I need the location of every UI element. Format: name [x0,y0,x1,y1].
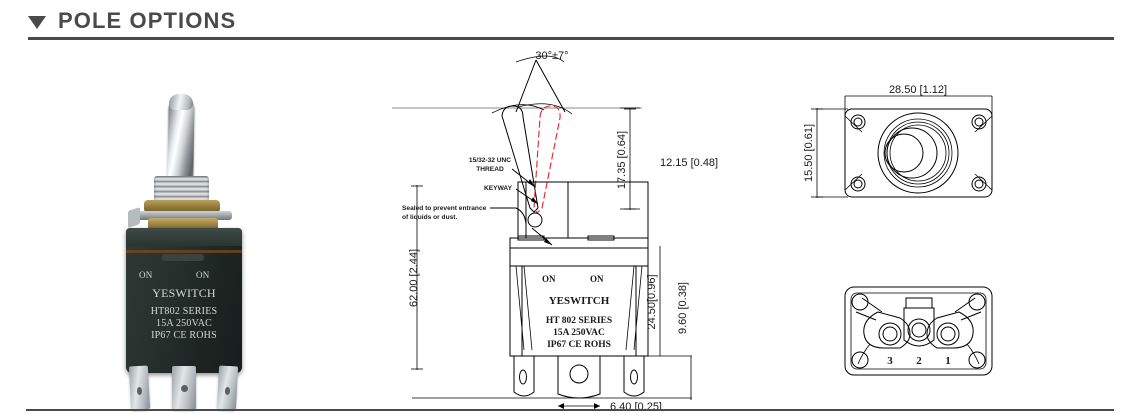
mounting-plate [509,227,649,249]
callout-seal: Sealed to prevent entrance of liquids or… [402,205,527,225]
callout-thread: 15/32-32 UNC THREAD [469,157,536,188]
caret-down-icon[interactable] [28,16,46,29]
callout-keyway: KEYWAY [484,185,539,205]
bottom-view-body: 3 2 1 [844,286,993,376]
drawing-label-on-right: ON [590,274,604,284]
toggle-arc-right [517,103,573,115]
brass-washer-upper [144,200,220,213]
dim-terminal-width-label: 6.40 [0.25] [610,401,662,410]
dim-body-height: 24.50[0.96] [646,246,692,357]
top-view-body [844,108,993,198]
switch-body-notch [162,254,204,261]
drawing-terminals [513,355,645,399]
photo-label-on-right: ON [196,270,210,280]
terminal-number-3: 3 [887,355,893,367]
drawing-label-certs: IP67 CE ROHS [547,340,611,350]
internal-terminal-lines [515,265,643,351]
dim-top-width-label: 28.50 [1.12] [889,84,947,96]
dim-body-height-label: 24.50[0.96] [646,274,658,329]
terminal-hole-2 [181,385,188,392]
header-title-group: POLE OPTIONS [28,8,236,34]
photo-label-brand: YESWITCH [152,286,216,300]
dim-terminal-height-label: 9.60 [0.38] [677,282,689,334]
dim-top-height-label: 15.50 [0.61] [803,124,815,182]
dim-body-width-label: 12.15 [0.48] [660,157,718,169]
dim-toggle-angle: 30°±7° [515,50,569,113]
dim-terminal-height: 9.60 [0.38] [677,282,692,400]
body-outline-upper [567,181,649,239]
dim-overall-height: 62.00 [2.44] [408,185,423,370]
keyway-tab [128,207,140,228]
dim-toggle-height: 17.35 [0.64] [616,107,640,210]
terminal-hole-3 [136,386,143,396]
photo-label-certs: IP67 CE ROHS [151,330,217,341]
dim-toggle-height-label: 17.35 [0.64] [616,131,628,189]
toggle-position-left [501,105,539,213]
dim-angle-label: 30°±7° [535,50,568,62]
toggle-lever-tip [169,94,193,110]
drawing-label-series: HT 802 SERIES [546,316,612,326]
top-and-bottom-views: 28.50 [1.12] 15.50 [0.61] [803,84,993,376]
photo-label-on-left: ON [139,270,153,280]
callout-thread-line2: THREAD [476,166,504,173]
header-divider [28,37,1114,40]
callout-thread-line1: 15/32-32 UNC [469,157,511,164]
product-photo: ON ON YESWITCH HT802 SERIES 15A 250VAC I… [96,78,286,411]
photo-label-rating: 15A 250VAC [156,318,212,329]
callout-keyway-label: KEYWAY [484,185,513,192]
dim-terminal-width: 6.40 [0.25] [558,401,662,410]
switch-body-top [126,228,242,246]
photo-label-series: HT802 SERIES [150,306,218,317]
brass-washer-lower [148,218,218,231]
dim-top-height: 15.50 [0.61] [803,108,848,198]
toggle-pivot [527,212,543,228]
terminal-number-1: 1 [945,355,951,367]
lock-washer [134,211,232,220]
footer-divider [26,409,1114,411]
drawing-label-on-left: ON [542,274,556,284]
callout-seal-line2: of liquids or dust. [402,214,457,221]
drawing-label-brand: YESWITCH [549,295,610,307]
threaded-bushing [154,176,209,202]
drawing-label-rating: 15A 250VAC [553,328,605,338]
toggle-arc-left [491,104,545,114]
switch-body-seam [126,250,242,253]
toggle-position-right [533,105,561,214]
dim-overall-height-label: 62.00 [2.44] [408,249,420,307]
front-elevation-drawing: 62.00 [2.44] 30°±7° 17.35 [0.64] 12.15 [… [392,50,718,410]
terminal-number-2: 2 [916,355,922,367]
callout-seal-line1: Sealed to prevent entrance [402,205,487,212]
section-header: POLE OPTIONS [0,0,1140,44]
bushing-section [517,181,569,239]
page-title: POLE OPTIONS [58,8,237,33]
dim-top-width: 28.50 [1.12] [844,84,993,120]
